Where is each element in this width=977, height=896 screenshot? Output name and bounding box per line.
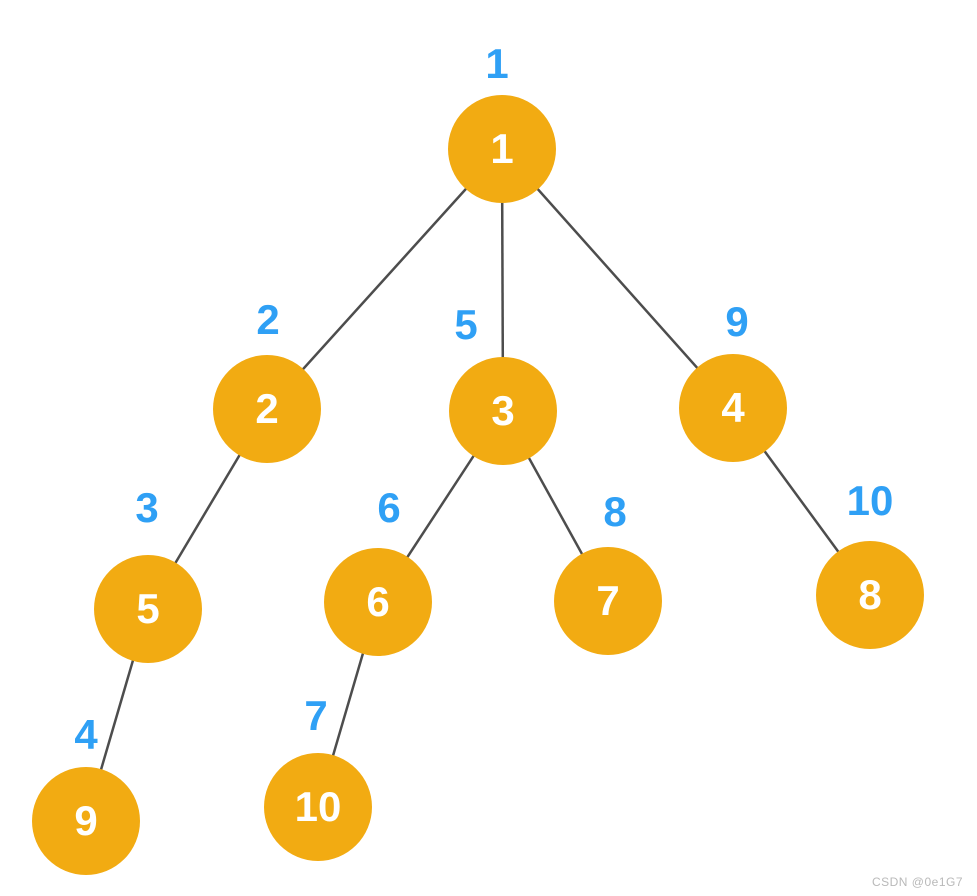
node-order-label-1: 1 xyxy=(485,40,509,87)
tree-node-value: 6 xyxy=(366,578,390,625)
node-order-label-3: 5 xyxy=(454,301,478,348)
tree-node-4: 4 xyxy=(679,354,787,462)
tree-node-2: 2 xyxy=(213,355,321,463)
tree-node-6: 6 xyxy=(324,548,432,656)
node-order-label-7: 8 xyxy=(603,488,627,535)
node-order-label-6: 6 xyxy=(377,484,401,531)
tree-edge-1-4 xyxy=(501,148,734,409)
tree-node-value: 8 xyxy=(858,571,882,618)
node-order-label-2: 2 xyxy=(256,296,280,343)
tree-node-9: 9 xyxy=(32,767,140,875)
tree-node-8: 8 xyxy=(816,541,924,649)
tree-node-value: 2 xyxy=(255,385,279,432)
tree-node-10: 10 xyxy=(264,753,372,861)
tree-node-value: 10 xyxy=(294,783,342,830)
tree-node-value: 7 xyxy=(596,577,620,624)
watermark: CSDN @0e1G7 xyxy=(871,875,963,889)
tree-node-value: 1 xyxy=(490,125,514,172)
tree-node-7: 7 xyxy=(554,547,662,655)
node-order-label-5: 3 xyxy=(135,484,159,531)
node-order-label-8: 10 xyxy=(846,477,894,524)
tree-node-value: 3 xyxy=(491,387,515,434)
tree-node-5: 5 xyxy=(94,555,202,663)
tree-node-1: 1 xyxy=(448,95,556,203)
tree-edge-1-2 xyxy=(266,148,503,410)
tree-node-3: 3 xyxy=(449,357,557,465)
node-order-label-10: 7 xyxy=(304,692,328,739)
node-order-label-9: 4 xyxy=(74,711,98,758)
tree-node-value: 4 xyxy=(721,384,745,431)
tree-node-value: 9 xyxy=(74,797,98,844)
tree-node-value: 5 xyxy=(136,585,160,632)
node-order-label-4: 9 xyxy=(725,298,749,345)
